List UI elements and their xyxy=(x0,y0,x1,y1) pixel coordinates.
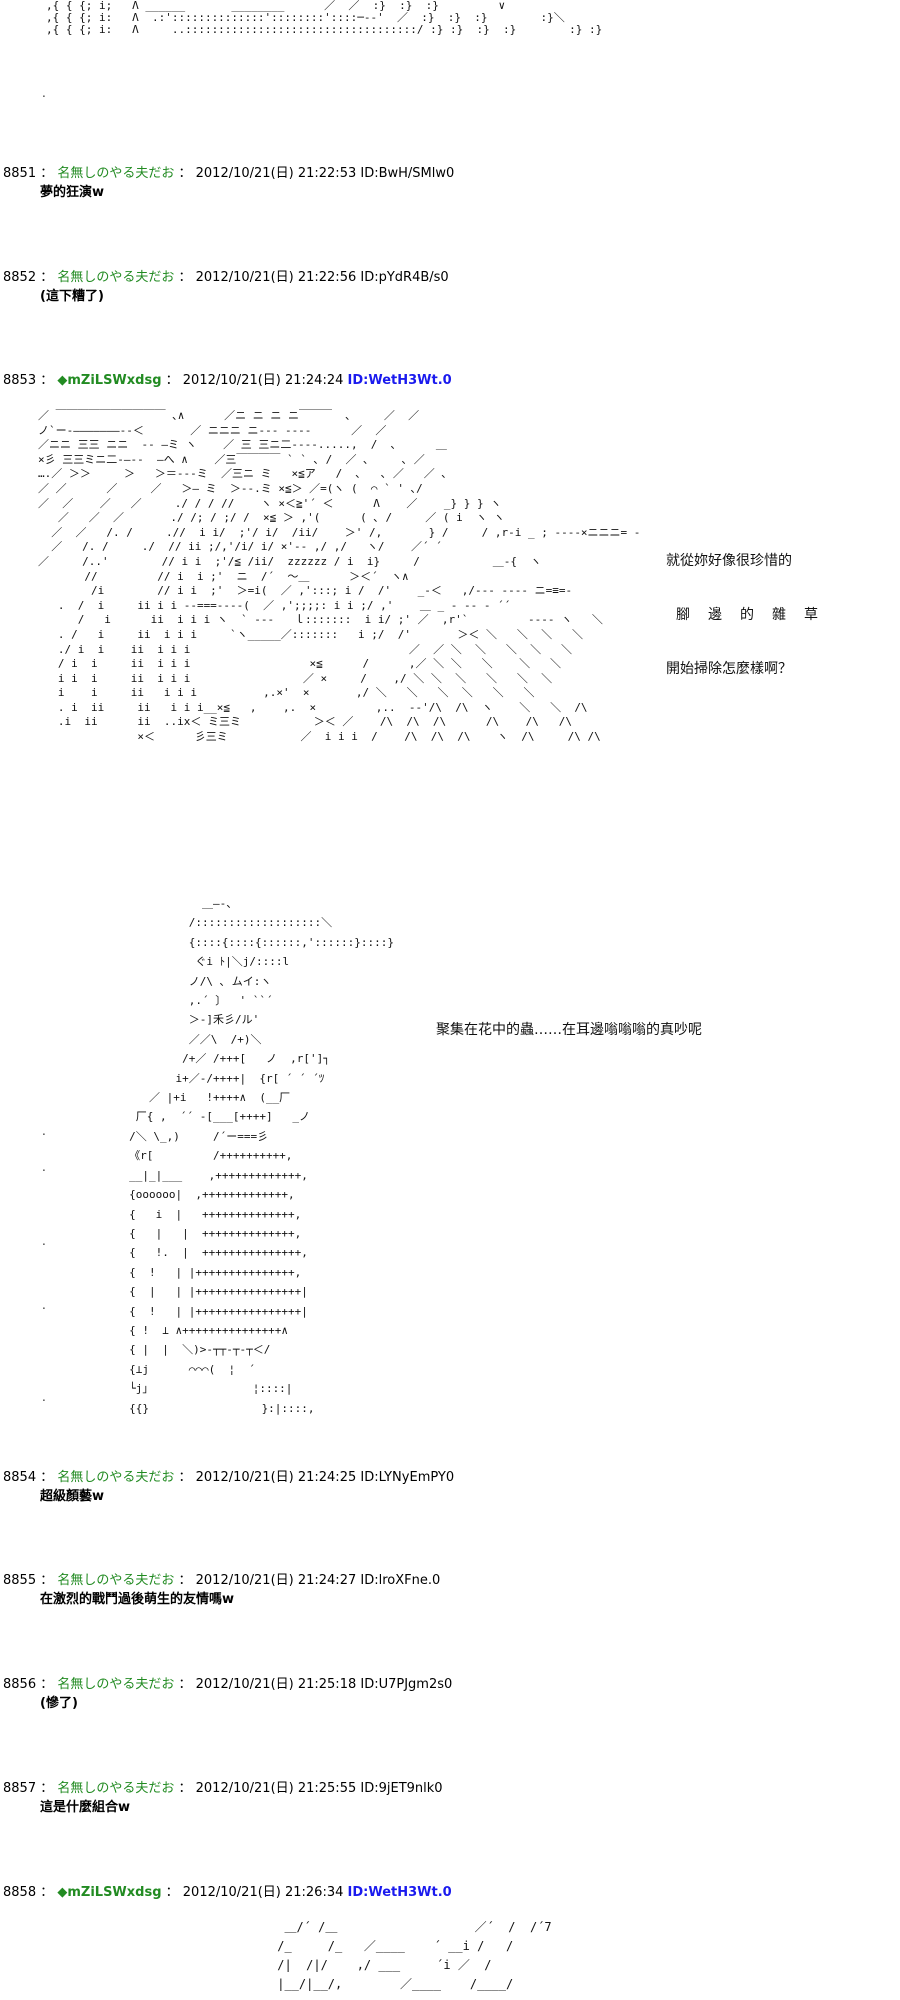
post-header: 8853 ： ◆mZiLSWxdsg ： 2012/10/21(日) 21:24… xyxy=(3,373,452,388)
narration-line-3: 開始掃除怎麼樣啊？ xyxy=(666,661,792,677)
post-body: (這下糟了) xyxy=(40,289,104,304)
separator-dot: . xyxy=(42,1390,46,1404)
post-date: 2012/10/21(日) 21:25:18 xyxy=(195,1677,357,1692)
post-number[interactable]: 8855 xyxy=(3,1573,37,1588)
trip-diamond-icon: ◆ xyxy=(57,373,68,388)
post-date: 2012/10/21(日) 21:24:25 xyxy=(195,1470,357,1485)
post-header: 8855 ： 名無しのやる夫だお ： 2012/10/21(日) 21:24:2… xyxy=(3,1573,441,1588)
separator-dot: . xyxy=(42,1160,46,1174)
ascii-art-sound-effect: ＿/´ /＿ ／´ / /´7 /_ /_ ／____ ´ __i / / /|… xyxy=(277,1920,552,1991)
post-number[interactable]: 8854 xyxy=(3,1470,37,1485)
poster-name: 名無しのやる夫だお xyxy=(57,1470,175,1485)
post-date: 2012/10/21(日) 21:22:56 xyxy=(195,270,357,285)
post-number[interactable]: 8857 xyxy=(3,1781,37,1796)
post-body: 這是什麼組合w xyxy=(40,1800,131,1815)
trip-diamond-icon: ◆ xyxy=(57,1885,68,1900)
post-id[interactable]: ID:9jET9nlk0 xyxy=(360,1781,443,1796)
post-number[interactable]: 8858 xyxy=(3,1885,37,1900)
post-id[interactable]: ID:BwH/SMlw0 xyxy=(360,166,455,181)
post-header: 8854 ： 名無しのやる夫だお ： 2012/10/21(日) 21:24:2… xyxy=(3,1470,455,1485)
separator-dot: . xyxy=(42,1124,46,1138)
ascii-art-character: ＿―‐、 /:::::::::::::::::::＼ {::::{::::{::… xyxy=(129,897,395,1415)
post-header: 8851 ： 名無しのやる夫だお ： 2012/10/21(日) 21:22:5… xyxy=(3,166,455,181)
post-header: 8858 ： ◆mZiLSWxdsg ： 2012/10/21(日) 21:26… xyxy=(3,1885,452,1900)
poster-name: 名無しのやる夫だお xyxy=(57,1573,175,1588)
post-id[interactable]: ID:lroXFne.0 xyxy=(360,1573,441,1588)
post-body: 超級顏藝w xyxy=(40,1489,105,1504)
post-number[interactable]: 8852 xyxy=(3,270,37,285)
post-id[interactable]: ID:WetH3Wt.0 xyxy=(347,373,452,388)
narration-line-1: 就從妳好像很珍惜的 xyxy=(666,553,792,569)
poster-name: 名無しのやる夫だお xyxy=(57,1677,175,1692)
post-body: 在激烈的戰鬥過後萌生的友情嗎w xyxy=(40,1592,235,1607)
post-id[interactable]: ID:pYdR4B/s0 xyxy=(360,270,449,285)
post-date: 2012/10/21(日) 21:25:55 xyxy=(195,1781,357,1796)
post-number[interactable]: 8851 xyxy=(3,166,37,181)
separator-dot: . xyxy=(42,86,46,100)
post-date: 2012/10/21(日) 21:24:24 xyxy=(182,373,344,388)
post-date: 2012/10/21(日) 21:26:34 xyxy=(182,1885,344,1900)
poster-name: 名無しのやる夫だお xyxy=(57,1781,175,1796)
post-date: 2012/10/21(日) 21:22:53 xyxy=(195,166,357,181)
poster-name: 名無しのやる夫だお xyxy=(57,270,175,285)
post-header: 8856 ： 名無しのやる夫だお ： 2012/10/21(日) 21:25:1… xyxy=(3,1677,453,1692)
post-id[interactable]: ID:WetH3Wt.0 xyxy=(347,1885,452,1900)
post-id[interactable]: ID:U7PJgm2s0 xyxy=(360,1677,453,1692)
post-date: 2012/10/21(日) 21:24:27 xyxy=(195,1573,357,1588)
poster-trip: mZiLSWxdsg xyxy=(67,1885,162,1900)
narration-line-4: 聚集在花中的蟲……在耳邊嗡嗡嗡的真吵呢 xyxy=(436,1022,702,1038)
poster-name: 名無しのやる夫だお xyxy=(57,166,175,181)
post-number[interactable]: 8853 xyxy=(3,373,37,388)
post-id[interactable]: ID:LYNyEmPY0 xyxy=(360,1470,455,1485)
separator-dot: . xyxy=(42,1298,46,1312)
separator-dot: . xyxy=(42,1234,46,1248)
narration-line-2: 腳 邊 的 雜 草 xyxy=(676,607,820,623)
top-ascii-art: ,{ { {; i; Λ ______ ________ ／ ／ :} :} :… xyxy=(46,0,603,36)
post-body: 夢的狂演w xyxy=(40,185,105,200)
post-body: (慘了) xyxy=(40,1696,78,1711)
post-header: 8857 ： 名無しのやる夫だお ： 2012/10/21(日) 21:25:5… xyxy=(3,1781,443,1796)
post-number[interactable]: 8856 xyxy=(3,1677,37,1692)
post-header: 8852 ： 名無しのやる夫だお ： 2012/10/21(日) 21:22:5… xyxy=(3,270,449,285)
ascii-art-scene-1: ／ ￣￣￣￣￣￣￣￣￣￣ ､∧ ／ニ ニ ニ ニ￣￣￣ ､ ／ ／ ノ`ー‐――… xyxy=(38,409,641,744)
poster-trip: mZiLSWxdsg xyxy=(67,373,162,388)
